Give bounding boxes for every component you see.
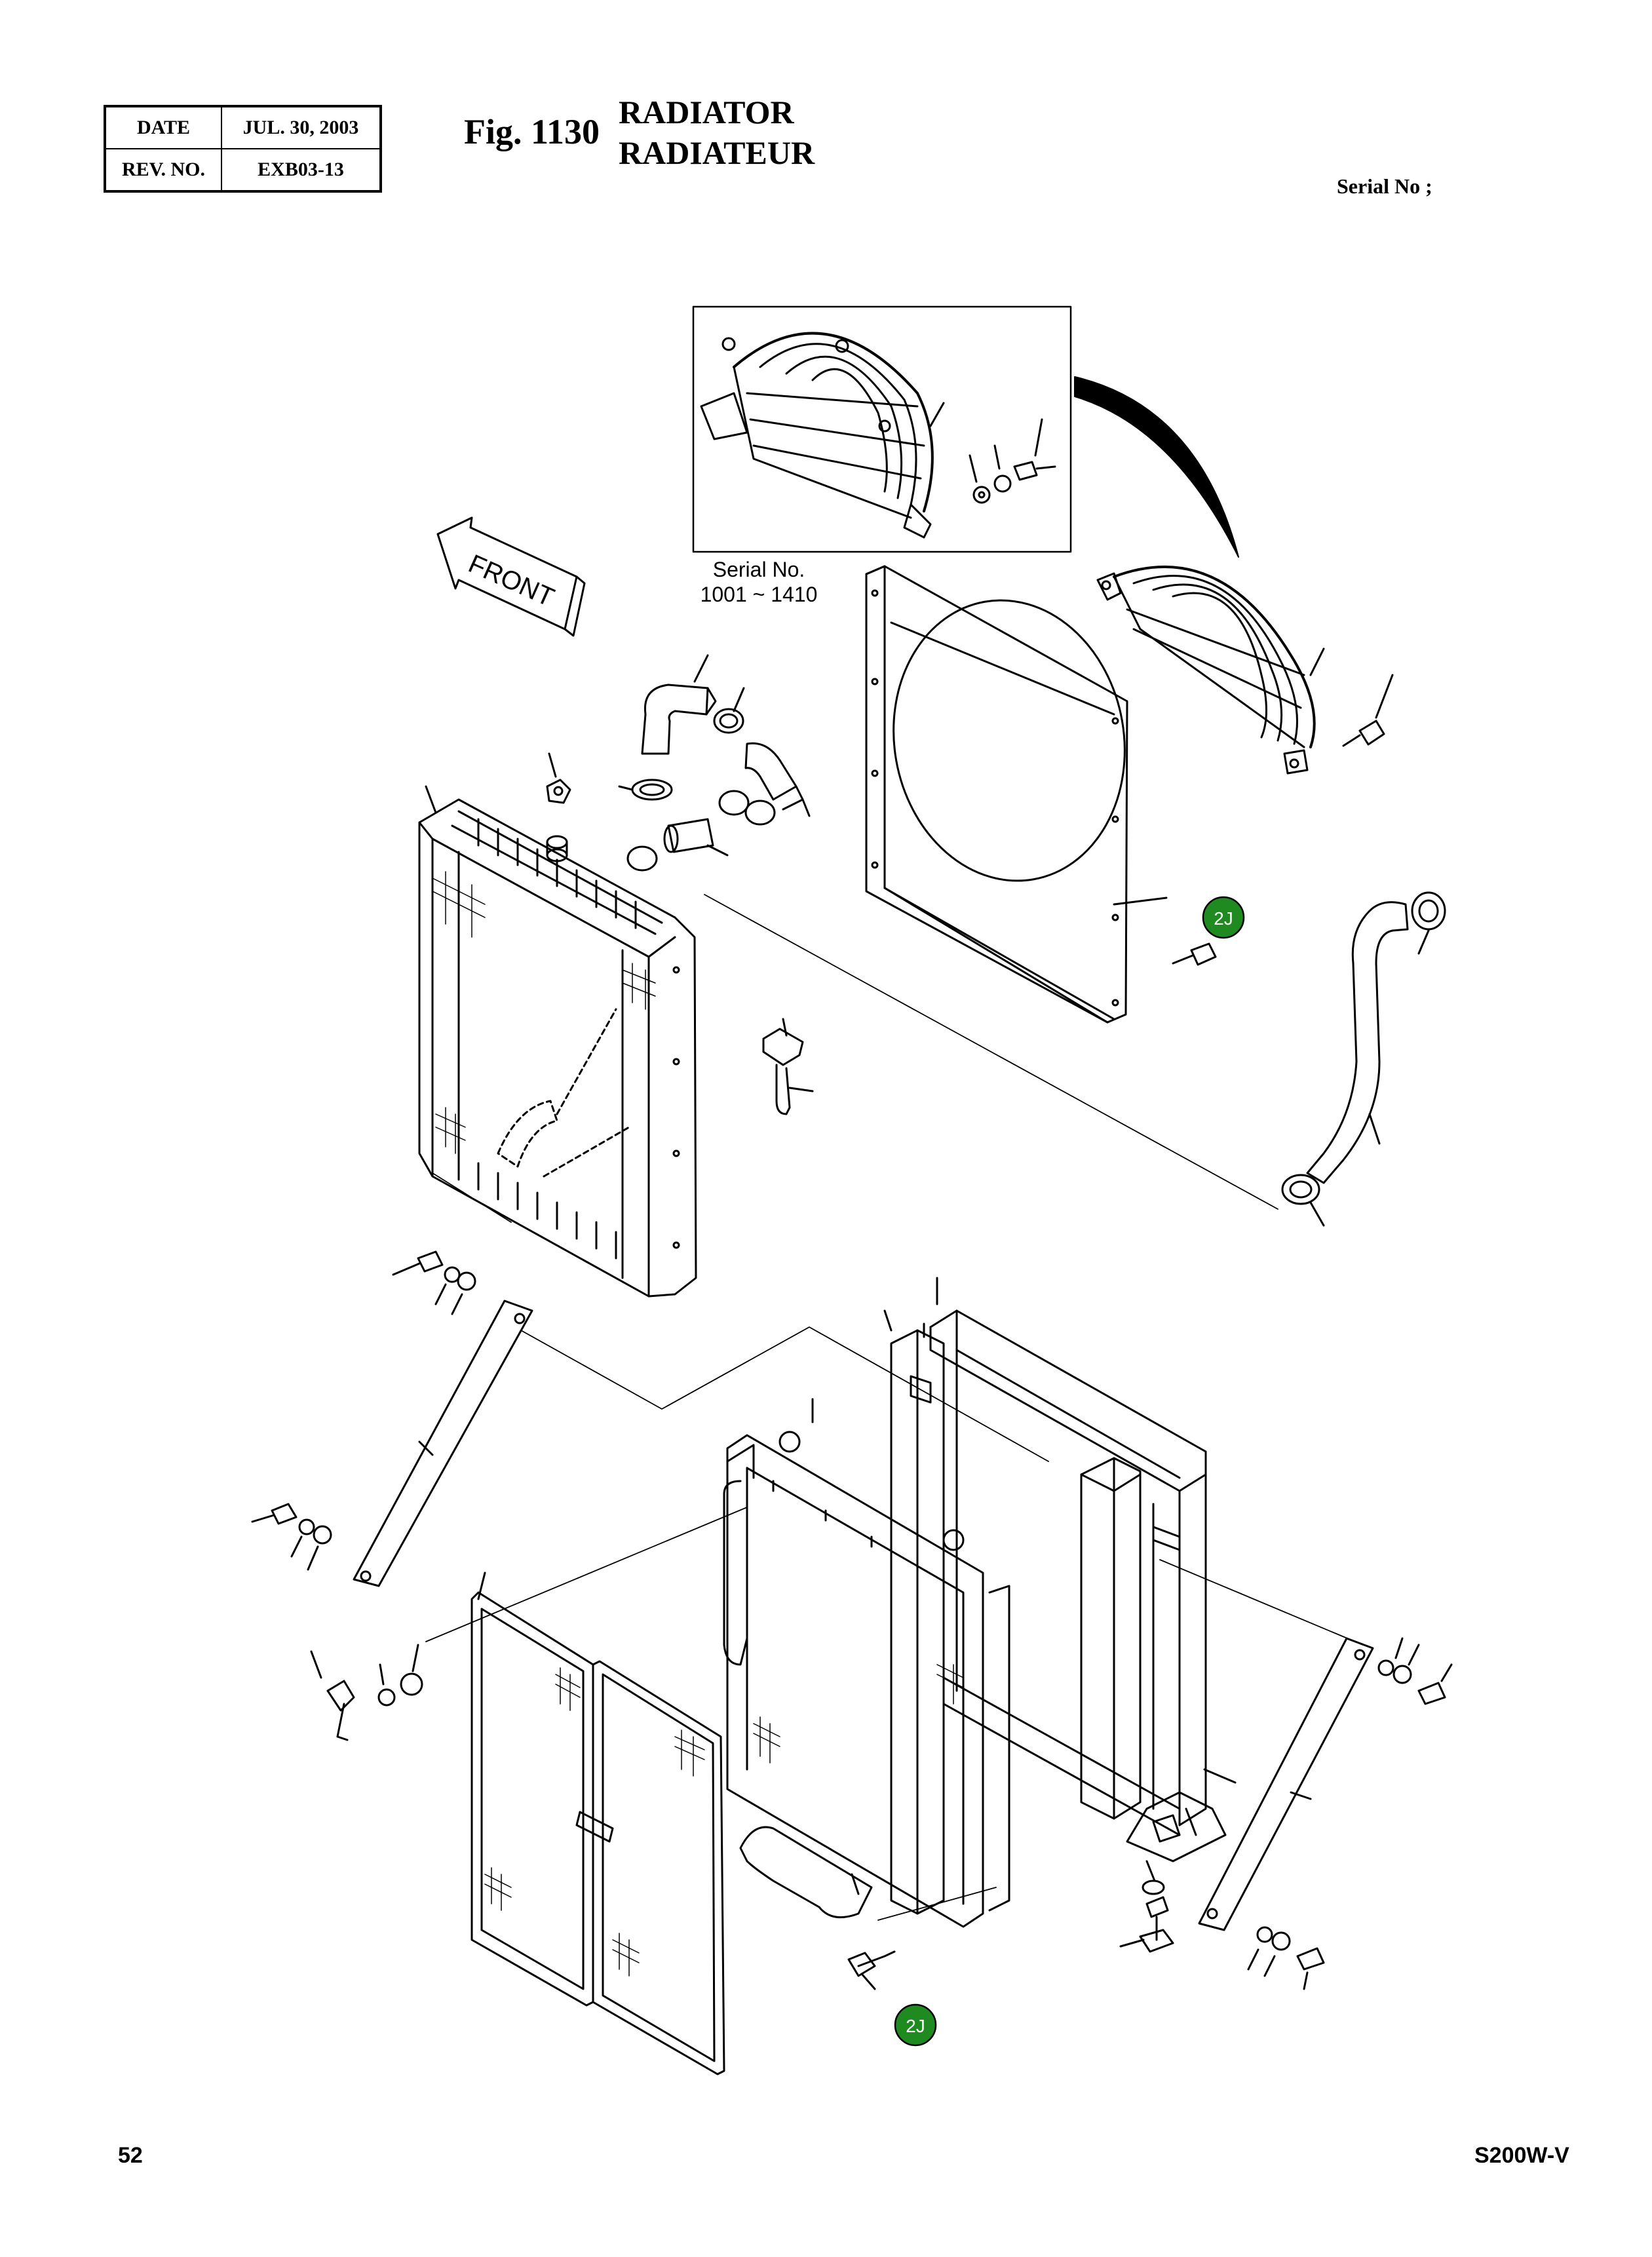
revision-value: EXB03-13 [221, 148, 381, 192]
reference-badge-2 [894, 2003, 937, 2047]
lower-hose [1281, 891, 1446, 1227]
fan-guard [1096, 566, 1394, 775]
figure-number: Fig. 1130 [464, 112, 600, 151]
date-value: JUL. 30, 2003 [221, 106, 381, 149]
figure-title-english: RADIATOR [619, 94, 794, 130]
page-number: 52 [118, 2143, 143, 2168]
figure-title: RADIATOR RADIATEUR [619, 92, 815, 173]
fan-shroud [865, 565, 1168, 1024]
left-upper-stay [251, 1250, 533, 1587]
reference-badge-1 [1202, 896, 1245, 939]
revision-table: DATE JUL. 30, 2003 REV. NO. EXB03-13 [104, 105, 382, 193]
drain-valve [762, 1018, 814, 1115]
machine-model: S200W-V [1474, 2143, 1569, 2168]
upper-hoses-clamps [546, 654, 811, 872]
radiator-core [418, 785, 697, 1298]
bottom-bolt [847, 1950, 896, 1990]
shroud-bolt [1172, 942, 1217, 966]
right-lower-stay [1198, 1637, 1453, 1990]
date-label: DATE [104, 106, 222, 149]
figure-title-french: RADIATEUR [619, 134, 815, 171]
front-arrow-label: FRONT [464, 549, 558, 612]
inset-serial-line-2: 1001 ~ 1410 [701, 583, 818, 606]
fan-guard-inset [692, 305, 1072, 553]
side-support-frame [883, 1277, 1237, 1915]
foot-bolt-washers [1119, 1860, 1174, 1953]
front-screen-panels [310, 1572, 725, 2075]
revision-label: REV. NO. [104, 148, 222, 192]
front-direction-arrow [436, 516, 586, 637]
replacement-arrow [1074, 376, 1239, 558]
leader-lines [425, 894, 1364, 1921]
inset-serial-line-1: Serial No. [713, 558, 805, 581]
serial-number-label: Serial No ; [1337, 174, 1432, 198]
reference-badge-2-label: 2J [906, 2016, 925, 2036]
reference-badge-1-label: 2J [1214, 908, 1233, 929]
rear-frame [723, 1398, 1010, 1928]
